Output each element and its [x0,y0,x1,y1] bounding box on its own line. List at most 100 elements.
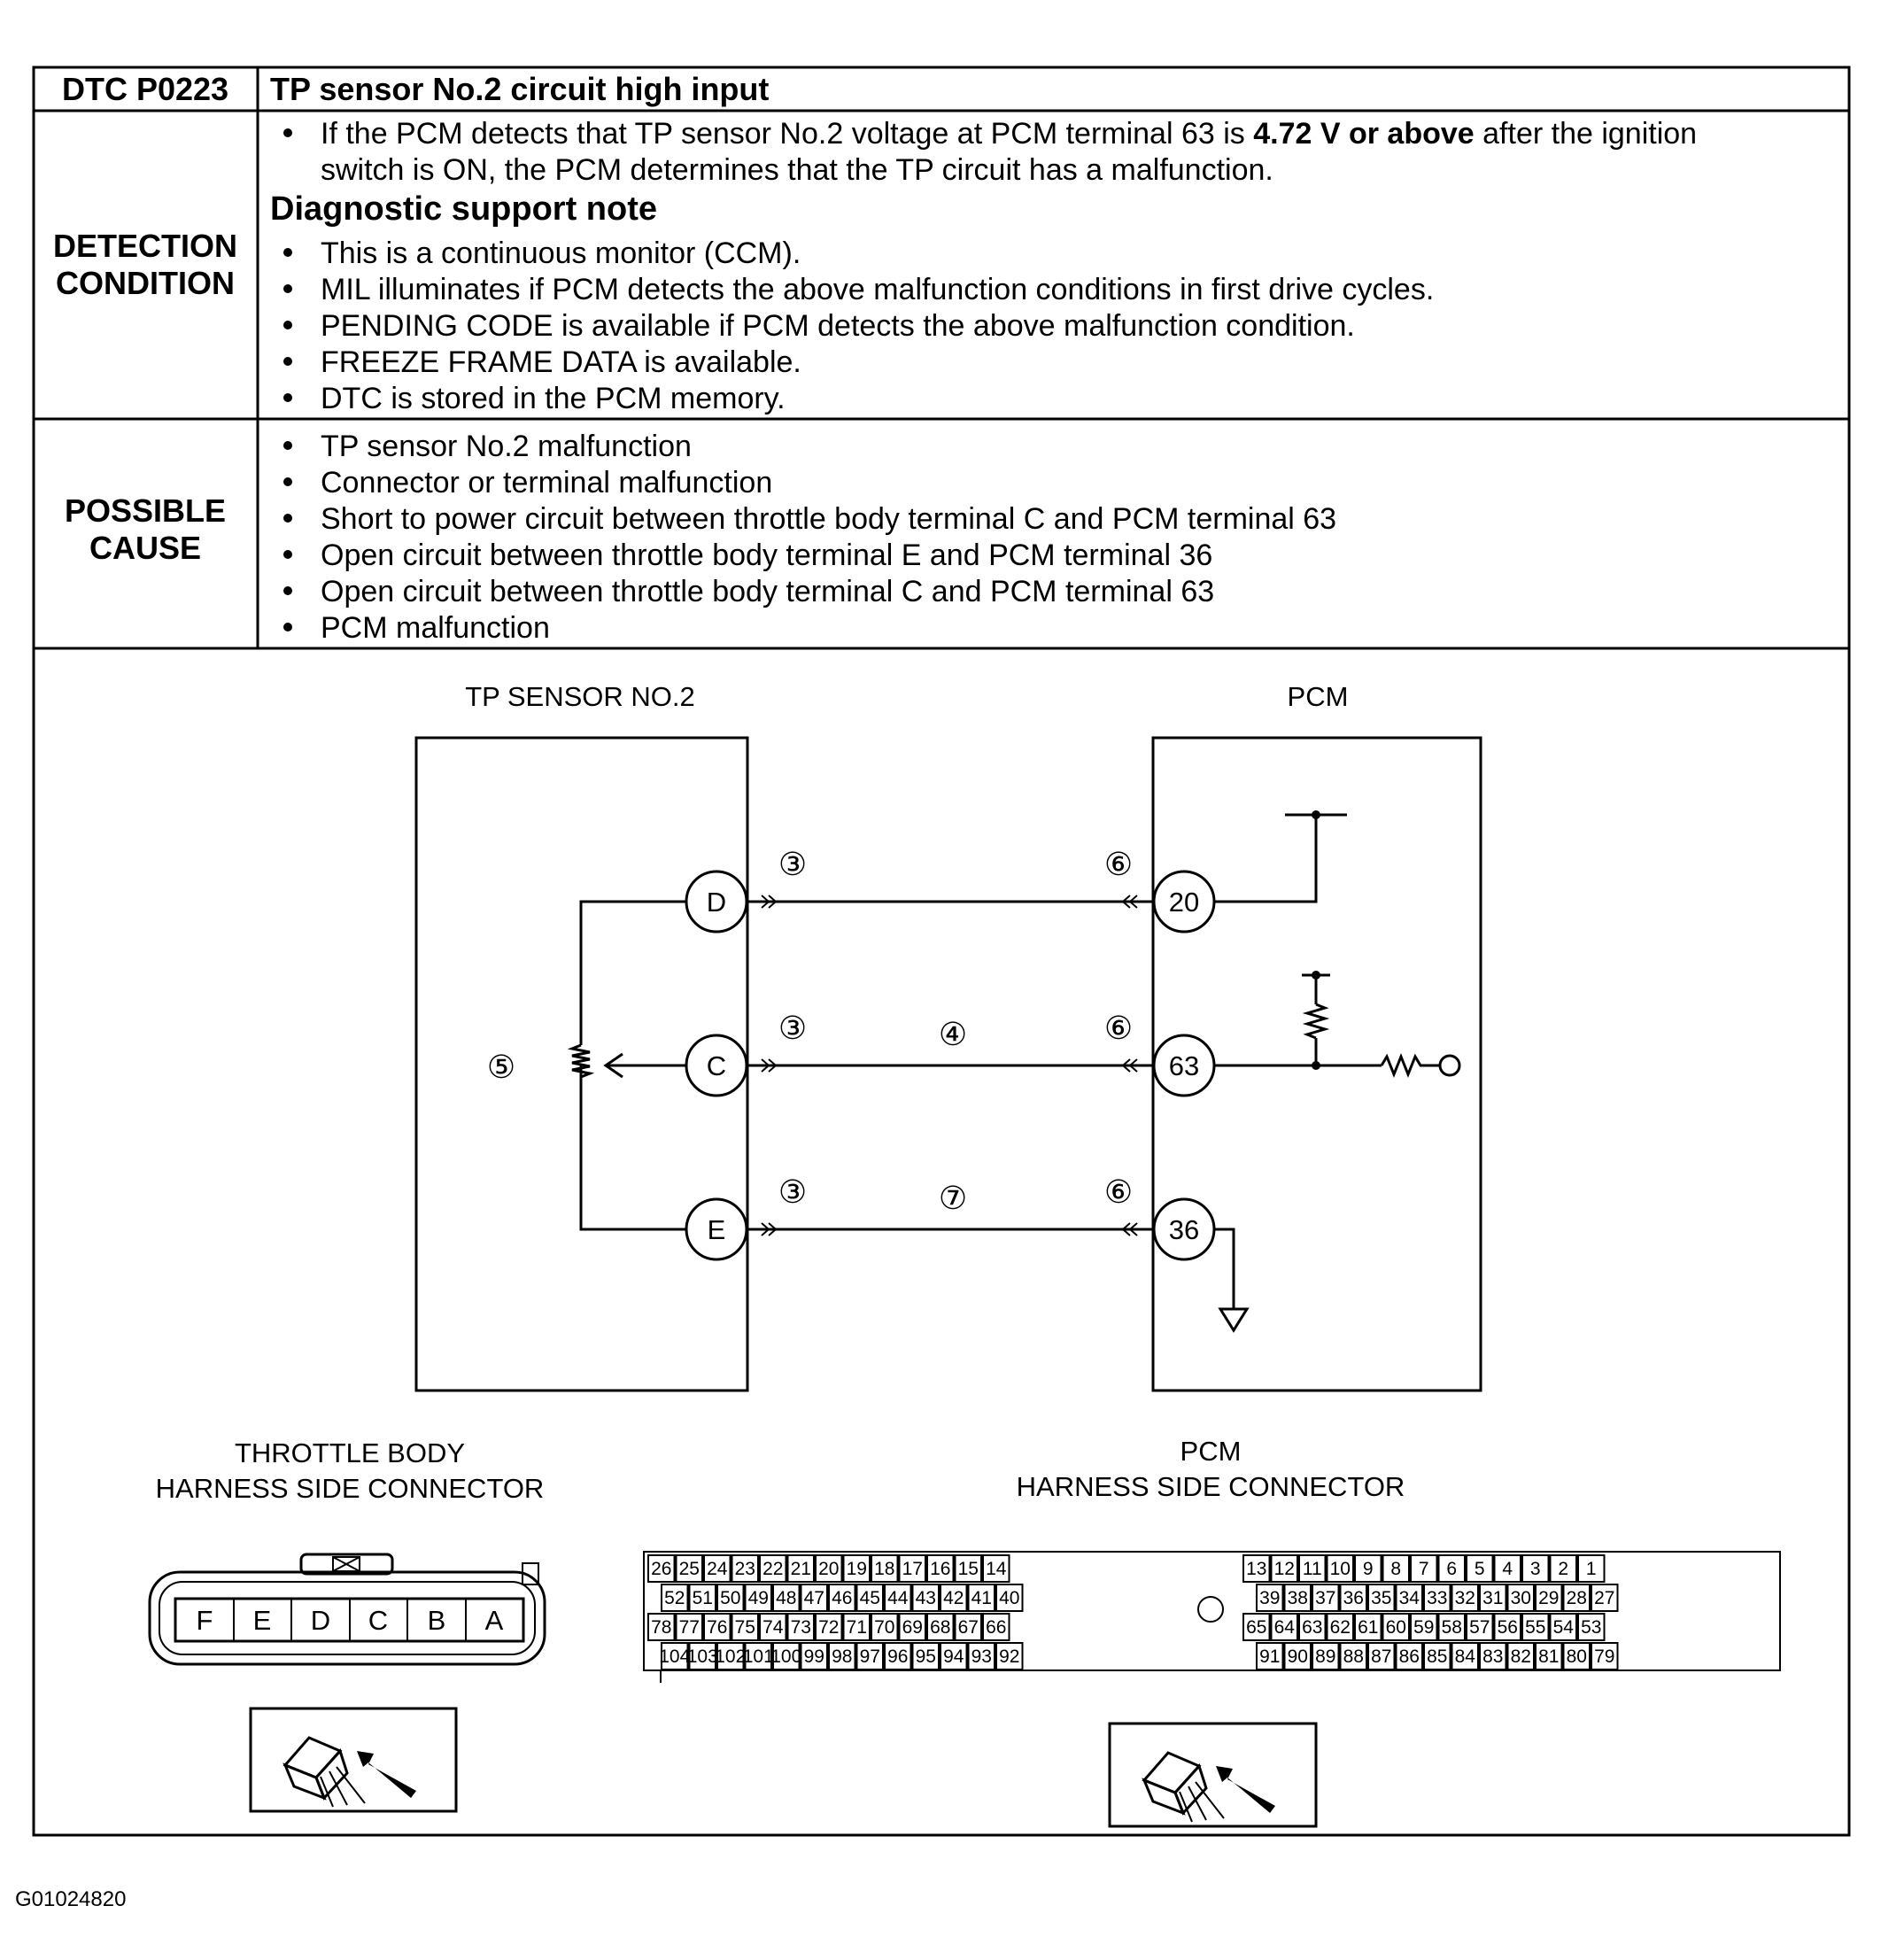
pcm-pin-cell [967,1642,995,1670]
pcm-pin-label: 77 [679,1617,700,1638]
pcm-pin-cell [800,1584,828,1612]
pcm-pin-label: 7 [1419,1559,1429,1579]
backprobe-icon [1108,1722,1318,1828]
pcm-pin-cell [1256,1642,1284,1670]
pcm-pin-label: 95 [916,1646,936,1667]
pcm-pin-label: 45 [860,1588,880,1608]
pcm-pin-label: 79 [1594,1646,1614,1667]
pcm-pin-label: 44 [887,1588,909,1608]
pcm-pin-label: 80 [1567,1646,1587,1667]
pcm-pin-cell [1437,1554,1466,1583]
detection-label-line2: CONDITION [56,265,235,301]
pcm-pin-label: 57 [1469,1617,1490,1638]
pin-f: F [197,1605,213,1636]
pcm-pin-cell [884,1642,912,1670]
connector-key-icon [522,1562,539,1585]
pcm-pin-cell [1242,1554,1271,1583]
pcm-pin-cell [1451,1584,1479,1612]
wiper-arrow-icon [603,1052,623,1079]
pcm-pin-cell [703,1613,732,1641]
pcm-pin-label: 102 [715,1646,746,1667]
pcm-pin-cell [828,1584,856,1612]
pcm-pin-cell [828,1642,856,1670]
pcm-pin-cell [1283,1642,1312,1670]
pcm-pin-cell [1437,1613,1466,1641]
callout-3: ③ [778,1174,807,1210]
pcm-pin-label: 86 [1399,1646,1420,1667]
pcm-pin-label: 104 [659,1646,690,1667]
pcm-pin-cell [759,1554,787,1583]
callout-6: ⑥ [1104,1010,1133,1046]
pcm-pin-cell [1479,1584,1507,1612]
pcm-pin-cell [688,1584,716,1612]
cause-item: Short to power circuit between throttle … [321,502,1336,536]
callout-6: ⑥ [1104,846,1133,882]
pcm-pin-cell [744,1642,772,1670]
cause-label-line2: CAUSE [89,530,201,566]
pcm-pin-cell [1549,1554,1577,1583]
pullup-resistor-icon [1302,1003,1330,1040]
pcm-pin-cell [1493,1554,1521,1583]
pcm-connector-title-line2: HARNESS SIDE CONNECTOR [1017,1471,1405,1502]
pcm-pin-label: 88 [1343,1646,1364,1667]
pcm-pin-cell [688,1642,716,1670]
pcm-pin-label: 40 [999,1588,1019,1608]
pcm-pin-label: 52 [664,1588,685,1608]
pcm-pin-cell [1466,1613,1494,1641]
sensor-title: TP SENSOR NO.2 [465,681,695,712]
pcm-pin-label: 21 [791,1559,811,1579]
latch-window [332,1556,360,1572]
pcm-pin-cell [1466,1554,1494,1583]
pcm-pin-label: 16 [930,1559,950,1579]
pcm-pin-cell [911,1642,940,1670]
pcm-pin-cell [871,1613,899,1641]
pin-d: D [311,1605,330,1636]
throttle-connector-title-line1: THROTTLE BODY [235,1437,465,1468]
pcm-pin-label: 62 [1330,1617,1351,1638]
pcm-pin-label: 29 [1538,1588,1559,1608]
pcm-pin-cell [703,1554,732,1583]
pcm-pin-cell [815,1554,843,1583]
pcm-pin-cell [926,1554,955,1583]
pin-a: A [485,1605,504,1636]
sensor-terminal-c-label: C [707,1050,726,1081]
pcm-connector-title-line1: PCM [1180,1436,1242,1467]
callout-4: ④ [939,1016,967,1052]
pcm-connector-housing [643,1551,1781,1671]
pcm-pin-label: 28 [1567,1588,1587,1608]
pcm-pin-label: 98 [832,1646,852,1667]
pcm-pin-label: 71 [847,1617,867,1638]
ground-icon [1218,1307,1250,1333]
pcm-pin-label: 47 [804,1588,824,1608]
cause-item: TP sensor No.2 malfunction [321,430,692,463]
dtc-table: DTC P0223 TP sensor No.2 circuit high in… [32,66,1851,1837]
pcm-pin-cell [1506,1642,1535,1670]
pcm-pin-label: 78 [651,1617,671,1638]
pcm-pin-label: 42 [943,1588,964,1608]
pcm-pin-cell [716,1642,745,1670]
pcm-pin-cell [772,1584,801,1612]
pcm-pin-cell [842,1554,871,1583]
pcm-pin-label: 36 [1343,1588,1364,1608]
pcm-pin-label: 89 [1315,1646,1335,1667]
pcm-pin-label: 91 [1259,1646,1280,1667]
figure-id: G01024820 [15,1887,126,1911]
pcm-pin-cell [1535,1642,1563,1670]
pcm-pin-label: 27 [1594,1588,1614,1608]
pcm-pin-label: 92 [999,1646,1019,1667]
pcm-pin-label: 24 [707,1559,728,1579]
pcm-pin-label: 70 [874,1617,894,1638]
pcm-pin-cell [1339,1642,1367,1670]
pcm-pin-cell [661,1584,689,1612]
pcm-pin-cell [1535,1584,1563,1612]
pcm-pin-label: 18 [874,1559,894,1579]
pcm-pin-cell [1410,1554,1438,1583]
pcm-pin-label: 81 [1538,1646,1559,1667]
pcm-pin-label: 48 [776,1588,796,1608]
callout-5: ⑤ [487,1049,515,1085]
pcm-pin-label: 58 [1442,1617,1462,1638]
pcm-pin-cell [1521,1554,1550,1583]
pcm-pin-label: 74 [762,1617,784,1638]
